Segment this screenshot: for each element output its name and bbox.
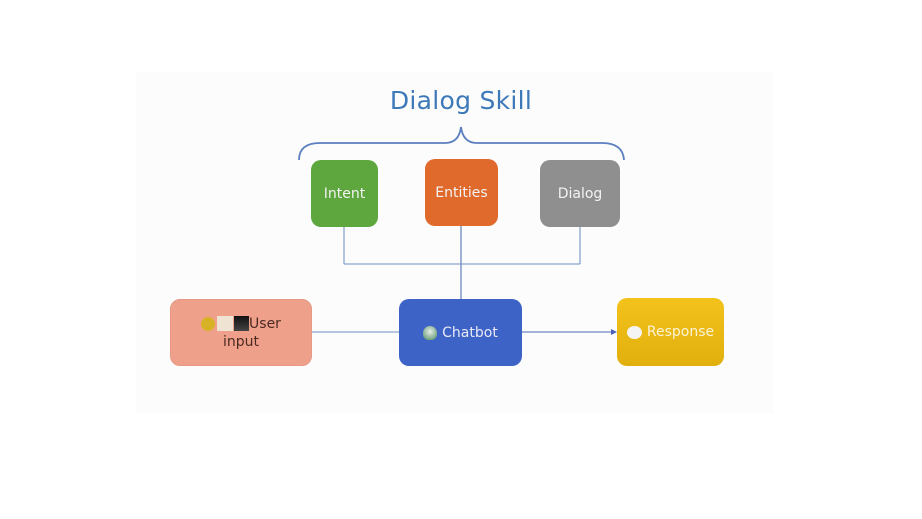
bear-emoji-icon	[201, 316, 216, 331]
response-label: Response	[646, 324, 715, 340]
chatbot-box: Chatbot	[399, 299, 522, 366]
dialog-label: Dialog	[557, 185, 603, 202]
blank-square-icon	[217, 316, 234, 331]
entities-label: Entities	[435, 184, 488, 201]
diagram-title: Dialog Skill	[389, 86, 533, 115]
user-input-label-line2: input	[222, 333, 259, 350]
robot-icon	[423, 325, 438, 340]
response-box: Response	[617, 298, 724, 366]
user-input-box: User input	[170, 299, 312, 366]
dark-square-icon	[234, 316, 250, 331]
chatbot-label: Chatbot	[442, 324, 498, 341]
intent-box: Intent	[311, 160, 378, 227]
speech-bubble-icon	[626, 325, 642, 339]
dialog-skill-brace	[298, 126, 625, 161]
dialog-box: Dialog	[540, 160, 620, 227]
arrowhead	[611, 329, 617, 335]
user-input-label-line1: User	[249, 315, 281, 332]
entities-box: Entities	[425, 159, 498, 226]
intent-label: Intent	[323, 185, 366, 202]
